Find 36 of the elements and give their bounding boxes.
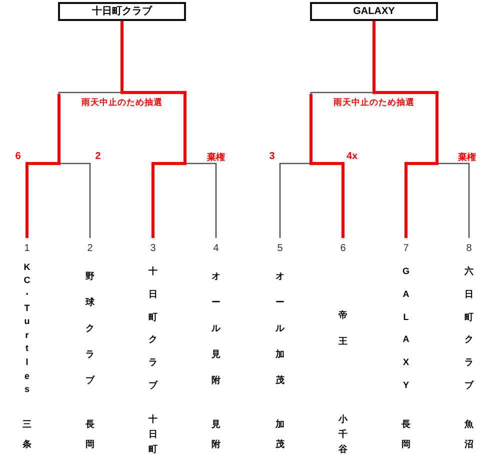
team-name: KC・Turtles xyxy=(22,262,32,394)
seed-number: 2 xyxy=(87,243,93,254)
team-name: オール加茂 xyxy=(274,271,286,385)
seed-number: 8 xyxy=(466,243,472,254)
score-label: 6 xyxy=(15,151,21,163)
team-name: 野球クラブ xyxy=(84,271,96,385)
note-label: 雨天中止のため抽選 xyxy=(82,97,162,108)
score-label: 棄権 xyxy=(458,152,476,163)
city-name: 十日町 xyxy=(148,414,158,454)
score-label: 棄権 xyxy=(207,152,225,163)
winner-box: 十日町クラブ xyxy=(58,2,186,21)
city-name: 三条 xyxy=(22,419,32,449)
seed-number: 4 xyxy=(213,243,219,254)
score-label: 3 xyxy=(269,151,275,163)
seed-number: 1 xyxy=(24,243,30,254)
score-label: 2 xyxy=(95,151,101,163)
team-name: GALAXY xyxy=(401,266,410,390)
city-name: 長岡 xyxy=(400,419,412,449)
seed-number: 7 xyxy=(403,243,409,254)
seed-number: 6 xyxy=(340,243,346,254)
city-name: 小千谷 xyxy=(338,414,348,454)
score-label: 4x xyxy=(346,151,358,163)
seed-number: 3 xyxy=(150,243,156,254)
team-name: オール見附 xyxy=(210,271,222,385)
team-name: 十日町クラブ xyxy=(148,266,159,390)
city-name: 魚沼 xyxy=(464,419,474,449)
note-label: 雨天中止のため抽選 xyxy=(334,97,414,108)
bracket-line xyxy=(120,21,186,238)
seed-number: 5 xyxy=(277,243,283,254)
city-name: 長岡 xyxy=(84,419,96,449)
bracket-line xyxy=(372,21,438,238)
team-name: 六日町クラブ xyxy=(463,266,475,390)
winner-box: GALAXY xyxy=(310,2,438,21)
city-name: 見附 xyxy=(210,419,222,449)
team-name: 帝王 xyxy=(338,310,348,346)
city-name: 加茂 xyxy=(274,419,286,449)
